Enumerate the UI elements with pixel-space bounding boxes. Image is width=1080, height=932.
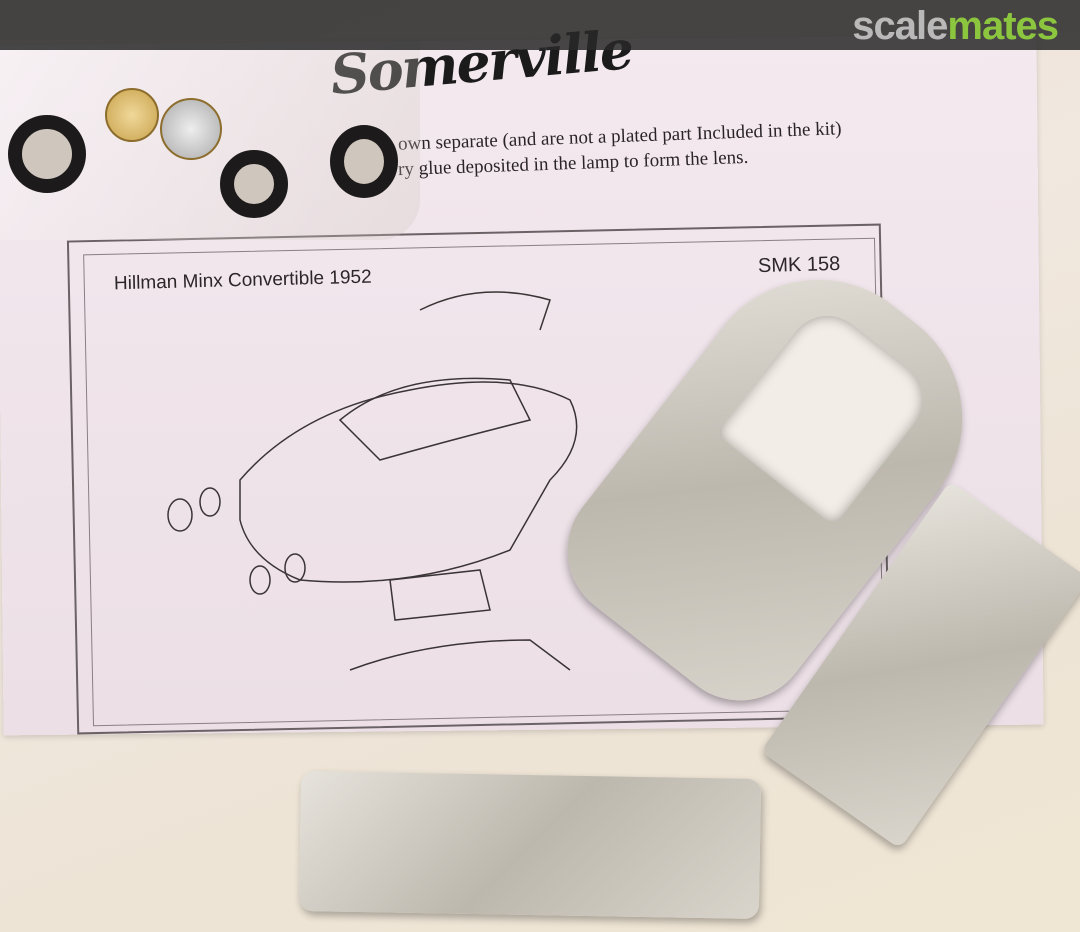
kit-code: SMK 158	[757, 252, 841, 278]
chassis-floor-casting	[298, 770, 762, 920]
scalemates-watermark: scalemates	[852, 4, 1059, 48]
tyre	[8, 115, 86, 193]
wheel-hub	[160, 98, 222, 160]
tyre	[330, 125, 398, 198]
watermark-bar: scalemates	[0, 0, 1080, 50]
wheel-hub	[105, 88, 159, 142]
exploded-drawing	[167, 291, 578, 671]
cockpit-opening	[715, 299, 939, 527]
tyre	[220, 150, 288, 218]
